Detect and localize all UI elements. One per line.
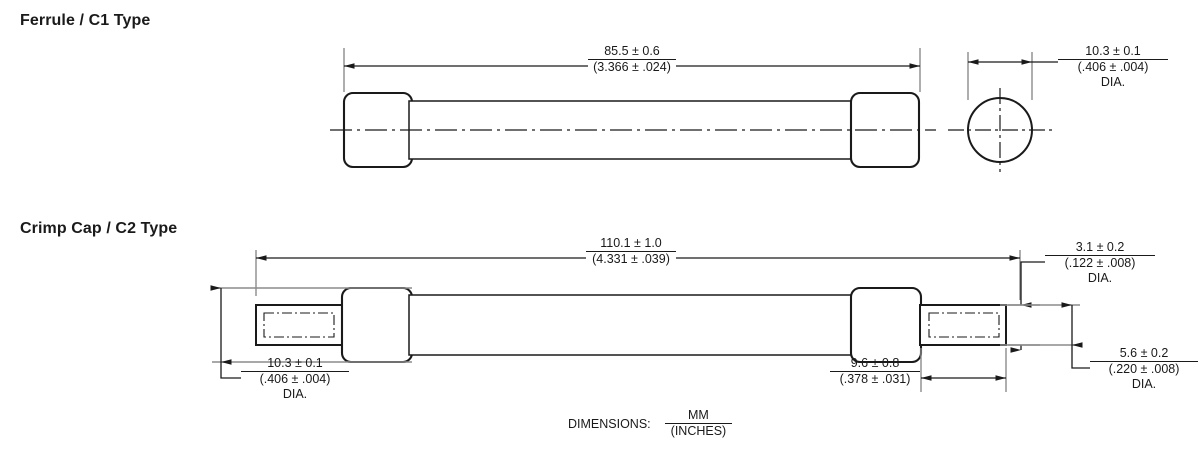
section-title-ferrule-c1: Ferrule / C1 Type	[20, 12, 151, 29]
c2-body-diameter-label: 10.3 ± 0.1 (.406 ± .004) DIA.	[241, 356, 349, 402]
c2-left-lead-wire	[255, 304, 343, 346]
c2-right-lead-wire	[919, 304, 1007, 346]
crimp-cap-c2-drawing	[210, 250, 1090, 392]
c1-overall-length-label: 85.5 ± 0.6 (3.366 ± .024)	[588, 44, 676, 75]
dimensions-units-label: DIMENSIONS:	[568, 416, 651, 431]
c2-cap-diameter-extension-lines	[1008, 304, 1080, 346]
dimensions-units-denominator: (INCHES)	[670, 424, 727, 438]
c2-body-diameter-extension-lines	[212, 287, 412, 363]
c2-cap-diameter-leader	[1071, 345, 1090, 369]
c1-extension-lines	[343, 48, 921, 92]
dimensions-units-numerator: MM	[664, 408, 733, 424]
c2-glass-tube-body	[408, 294, 854, 356]
c2-right-lead-wire-hidden-edge	[928, 312, 1000, 338]
dimensions-units-note: DIMENSIONS: MM (INCHES)	[568, 408, 733, 439]
ferrule-c1-drawing	[330, 48, 1058, 172]
section-title-crimp-cap-c2: Crimp Cap / C2 Type	[20, 220, 178, 237]
c2-lead-diameter-label: 3.1 ± 0.2 (.122 ± .008) DIA.	[1045, 240, 1155, 286]
c2-crimp-length-extension-lines	[920, 348, 1007, 392]
c2-left-crimp-cap	[340, 286, 414, 364]
c1-body-diameter-label: 10.3 ± 0.1 (.406 ± .004) DIA.	[1058, 44, 1168, 90]
c2-body-diameter-leader	[220, 362, 241, 379]
c2-crimp-cap-diameter-label: 5.6 ± 0.2 (.220 ± .008) DIA.	[1090, 346, 1198, 392]
c2-lead-diameter-leader	[1020, 261, 1045, 300]
c2-left-lead-wire-hidden-edge	[263, 312, 335, 338]
c2-right-crimp-cap	[849, 286, 923, 364]
c2-overall-length-label: 110.1 ± 1.0 (4.331 ± .039)	[586, 236, 676, 267]
dimensions-units-fraction: MM (INCHES)	[664, 408, 733, 439]
c2-crimp-cap-length-label: 9.6 ± 0.8 (.378 ± .031)	[830, 356, 920, 387]
